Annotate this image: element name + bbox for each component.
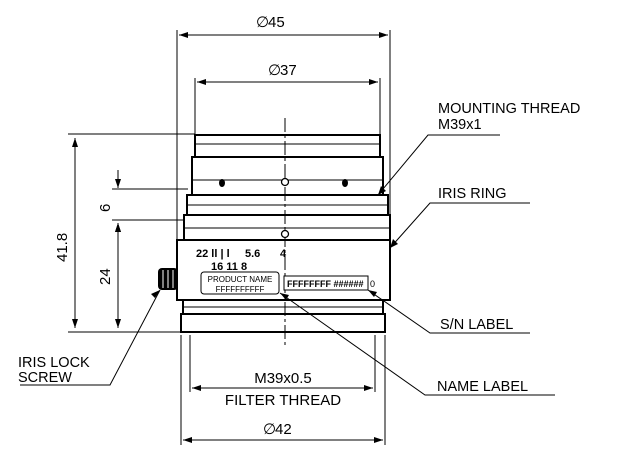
aperture-scale-numbers: 16 11 8	[211, 261, 247, 273]
product-code-text: FFFFFFFFFF	[216, 285, 265, 294]
product-name-label: PRODUCT NAME FFFFFFFFFF	[200, 271, 280, 295]
aperture-scale: 22 ll | l	[196, 248, 230, 260]
mounting-thread-spec: M39x1	[438, 117, 482, 133]
serial-suffix: 0	[370, 279, 375, 289]
sn-label-label: S/N LABEL	[440, 317, 513, 333]
upper-step-value: 6	[97, 204, 114, 212]
iris-lock-screw[interactable]	[158, 268, 178, 290]
inner-diameter-value: 37	[280, 62, 297, 79]
filter-thread-size: M39x0.5	[254, 370, 312, 387]
iris-lock-label-line1: IRIS LOCK	[18, 355, 90, 371]
mounting-thread-label: MOUNTING THREAD	[438, 101, 580, 117]
base-diameter-symbol: ∅	[263, 421, 276, 438]
base-diameter-value: 42	[275, 421, 292, 438]
barrel-dots	[219, 179, 348, 187]
outer-diameter-value: 45	[268, 14, 285, 31]
aperture-value: 5.6	[245, 248, 260, 260]
iris-lock-label-line2: SCREW	[18, 370, 72, 386]
name-label-label: NAME LABEL	[437, 379, 528, 395]
filter-thread-label: FILTER THREAD	[225, 392, 341, 409]
aperture-right-value: 4	[280, 248, 287, 260]
serial-code-text: FFFFFFFF ######	[287, 279, 364, 289]
iris-ring-label: IRIS RING	[438, 186, 506, 202]
product-name-text: PRODUCT NAME	[208, 275, 273, 284]
total-length-value: 41.8	[54, 233, 71, 262]
serial-label: FFFFFFFF ######	[283, 275, 369, 291]
outer-diameter-symbol: ∅	[256, 14, 269, 31]
lower-section-value: 24	[97, 268, 114, 285]
inner-diameter-symbol: ∅	[268, 62, 281, 79]
